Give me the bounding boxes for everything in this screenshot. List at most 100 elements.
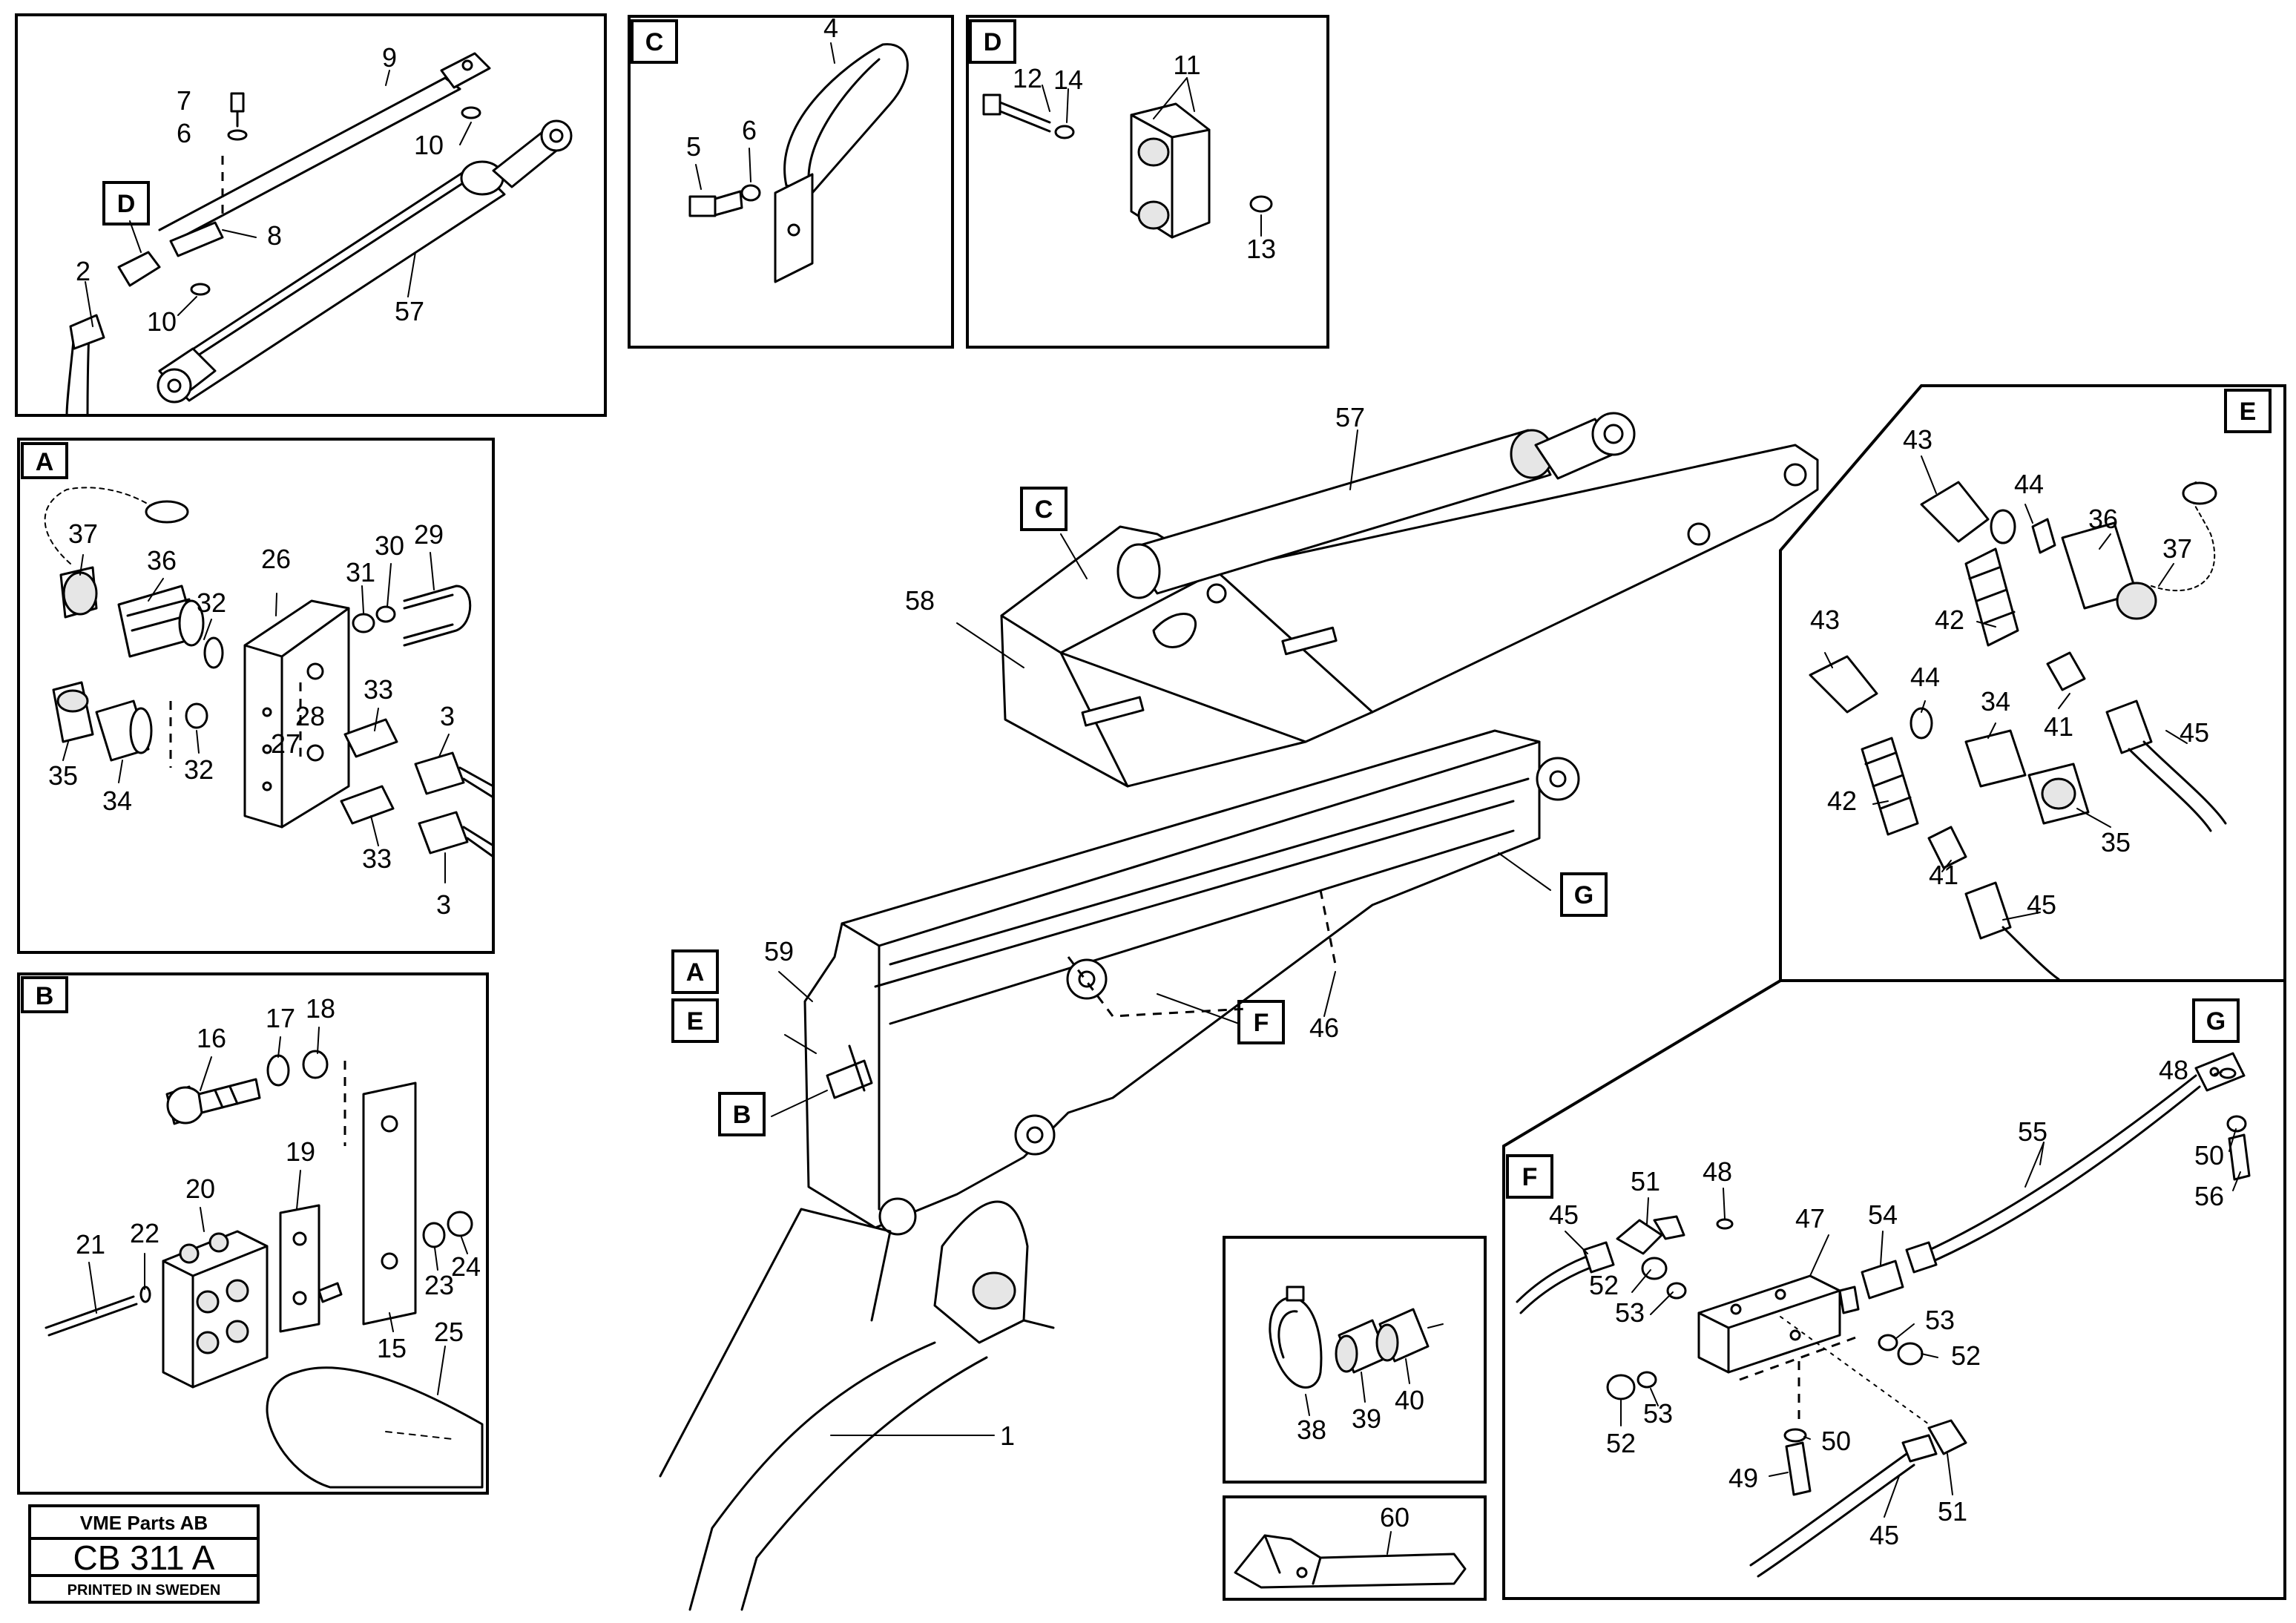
callout-41: 41 [1929,860,1958,890]
callout-17: 17 [266,1003,295,1033]
callout-6: 6 [177,118,191,148]
section-marker-C: C [1035,496,1053,524]
panel-A: A [17,438,495,954]
callout-50: 50 [1821,1426,1851,1456]
panel-A-label: A [36,448,54,476]
title-block: VME Parts AB CB 311 A PRINTED IN SWEDEN [28,1504,260,1604]
callout-3: 3 [440,701,455,731]
section-marker-G: G [1574,881,1593,909]
callout-53: 53 [1615,1297,1645,1328]
callout-54: 54 [1868,1199,1898,1230]
callout-10: 10 [147,306,177,337]
callout-55: 55 [2018,1116,2047,1147]
callout-7: 7 [177,85,191,116]
callout-8: 8 [267,220,282,251]
callout-45: 45 [2027,889,2056,920]
section-marker-F: F [1254,1009,1269,1037]
callout-52: 52 [1951,1340,1981,1371]
section-marker-D [102,181,150,225]
callout-44: 44 [2014,469,2044,499]
callout-34: 34 [102,786,132,816]
callout-35: 35 [48,760,78,791]
callout-56: 56 [2194,1181,2224,1211]
callout-43: 43 [1810,605,1840,635]
panel-F-label: F [1522,1163,1538,1191]
inset-part-60: 60 [1223,1495,1487,1601]
drawing-code: CB 311 A [73,1538,215,1577]
callout-48: 48 [1703,1156,1732,1187]
callout-19: 19 [286,1136,315,1167]
main-assembly: 57 C 58 G A 59 E B F 46 1 [659,402,1819,1611]
callout-18: 18 [306,993,335,1024]
printed-note: PRINTED IN SWEDEN [68,1582,221,1599]
callout-33: 33 [364,674,393,705]
callout-10: 10 [414,130,444,160]
callout-31: 31 [346,557,375,587]
callout-24: 24 [451,1251,481,1282]
callout-37: 37 [68,518,98,549]
callout-42: 42 [1827,786,1857,816]
inset-clamp-sleeves: 38 39 40 [1223,1236,1487,1484]
callout-52: 52 [1606,1428,1636,1458]
callout-53: 53 [1643,1398,1673,1429]
callout-33: 33 [362,843,392,874]
section-label-D: D [117,190,136,218]
callout-34: 34 [1981,686,2010,717]
callout-23: 23 [424,1270,454,1300]
callout-53: 53 [1925,1305,1955,1335]
callout-20: 20 [185,1173,215,1204]
callout-37: 37 [2162,533,2192,564]
callout-32: 32 [184,754,214,785]
panel-G-label: G [2206,1007,2226,1036]
panel-cylinder-overview: 9 7 6 10 D 8 2 10 57 [15,13,607,417]
callout-2: 2 [76,256,91,286]
callout-36: 36 [2088,504,2118,534]
callout-40: 40 [1395,1385,1424,1415]
section-marker-E: E [687,1007,704,1036]
callout-45: 45 [1869,1520,1899,1550]
callout-39: 39 [1352,1403,1381,1434]
callout-60: 60 [1380,1502,1409,1533]
callout-42: 42 [1935,605,1964,635]
callout-49: 49 [1728,1463,1758,1493]
callout-38: 38 [1297,1415,1326,1445]
callout-41: 41 [2044,711,2073,742]
panel-F: F G [1502,979,2286,1600]
callout-52: 52 [1589,1270,1619,1300]
panel-E-label: E [2240,398,2257,426]
callout-32: 32 [197,587,226,618]
callout-35: 35 [2101,827,2131,857]
callout-45: 45 [2180,717,2209,748]
panel-C-label: C [645,28,664,56]
callout-14: 14 [1053,65,1083,95]
callout-16: 16 [197,1023,226,1053]
callout-27: 27 [271,728,300,759]
callout-51: 51 [1631,1166,1660,1196]
callout-3: 3 [436,889,451,920]
callout-36: 36 [147,545,177,576]
callout-59: 59 [764,936,794,967]
callout-43: 43 [1903,424,1932,455]
callout-57: 57 [1335,402,1365,432]
callout-57: 57 [395,296,424,326]
callout-25: 25 [434,1317,464,1347]
callout-48: 48 [2159,1055,2188,1085]
callout-13: 13 [1246,234,1276,264]
callout-46: 46 [1309,1013,1339,1043]
callout-4: 4 [823,13,838,43]
callout-22: 22 [130,1218,159,1248]
callout-1: 1 [1000,1420,1015,1451]
callout-45: 45 [1549,1199,1579,1230]
callout-26: 26 [261,544,291,574]
panel-B-label: B [36,982,54,1010]
company-name: VME Parts AB [80,1512,208,1534]
callout-5: 5 [686,131,701,162]
section-marker-A: A [686,958,705,987]
callout-30: 30 [375,530,404,561]
callout-47: 47 [1795,1203,1825,1234]
callout-51: 51 [1938,1496,1967,1527]
panel-D-label: D [984,28,1002,56]
callout-58: 58 [905,585,935,616]
callout-44: 44 [1910,662,1940,692]
